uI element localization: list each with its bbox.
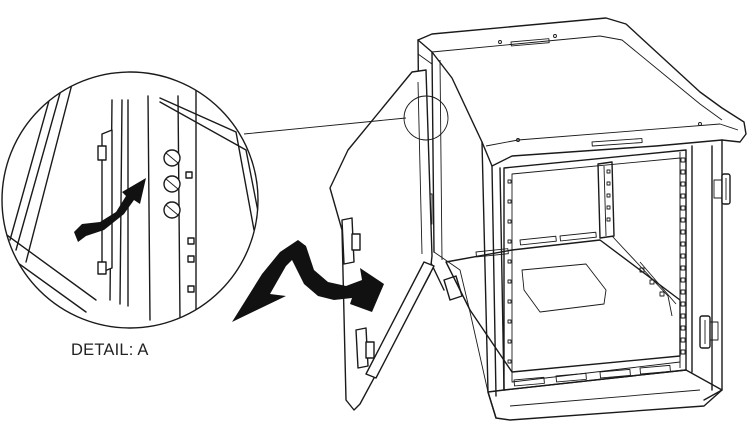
rear-bottom-slots <box>475 231 597 258</box>
detail-post-slot <box>185 171 193 179</box>
detail-a-view <box>1 71 259 329</box>
detail-post-slot <box>187 237 195 245</box>
detail-door-bottom-edge <box>2 229 97 313</box>
door-latch-lower <box>355 327 375 369</box>
door-hinge-rail <box>365 261 435 379</box>
cabinet-left-post-inner <box>439 59 443 261</box>
rear-post-line <box>603 165 607 237</box>
door-panel <box>329 69 433 411</box>
front-opening-inner <box>511 157 681 383</box>
front-right-rail-holes <box>680 157 686 355</box>
detail-post-slot <box>187 285 195 293</box>
plinth-lower-edge <box>509 389 701 407</box>
top-screw <box>498 40 502 44</box>
detail-hole-shading <box>165 152 179 216</box>
cabinet-top-front-edge <box>485 123 739 147</box>
detail-a-circle <box>1 71 259 329</box>
detail-door-edge <box>9 83 73 263</box>
detail-leader-line <box>243 117 407 135</box>
left-lower-bracket <box>443 275 463 301</box>
detail-hinge-top-tab <box>97 145 107 161</box>
top-vent-slot <box>510 38 550 47</box>
door-inner-edge <box>417 81 423 255</box>
cabinet-top-panel <box>417 17 747 167</box>
detail-a-caption: DETAIL: A <box>71 341 149 359</box>
right-handle-bottom <box>699 315 719 349</box>
front-opening-frame <box>503 149 687 391</box>
cabinet-front-right-post <box>691 139 723 401</box>
cabinet-bottom-plinth <box>487 369 723 421</box>
rear-frame <box>597 161 615 239</box>
top-screw <box>698 122 702 126</box>
bottom-vent-slots <box>513 364 671 387</box>
detail-hinge-bottom-tab <box>97 261 107 275</box>
side-rail <box>611 235 677 317</box>
left-side-bottom-edge <box>433 251 489 393</box>
large-swing-arrow-icon <box>232 240 384 322</box>
front-top-slot <box>591 138 643 147</box>
server-cabinet <box>417 17 747 421</box>
detail-top-cover-edge <box>159 97 258 233</box>
front-left-rail-holes <box>507 179 512 364</box>
cabinet-floor <box>445 239 681 373</box>
cabinet-top-inner-edge <box>431 35 723 121</box>
top-screw <box>516 138 520 142</box>
cabinet-side-door <box>329 69 435 411</box>
door-latch-upper <box>341 217 361 265</box>
detail-a-marker-circle <box>403 95 449 141</box>
detail-insert-arrow-icon <box>74 178 146 242</box>
right-handle-top <box>713 173 731 205</box>
side-rail-holes <box>639 267 665 297</box>
rear-post-holes <box>606 169 611 222</box>
top-screw <box>553 34 557 38</box>
detail-post-slot <box>187 255 195 263</box>
floor-cutout <box>521 263 607 313</box>
cabinet-front-left-post <box>481 141 505 419</box>
